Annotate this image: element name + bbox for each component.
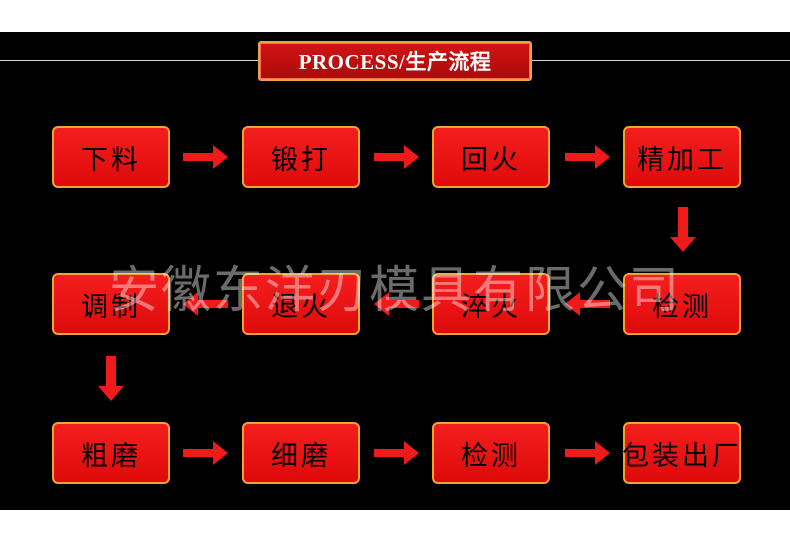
step-quenching: 淬火	[432, 273, 550, 335]
step-label: 调制	[81, 291, 141, 323]
header-rule-right	[532, 60, 790, 61]
step-label: 退火	[271, 291, 331, 323]
step-label: 包装出厂	[622, 440, 742, 472]
step-cutting: 下料	[52, 126, 170, 188]
process-diagram: PROCESS/生产流程 下料 锻打 回火 精加工 检测 淬火 退火 调制 粗磨…	[0, 32, 790, 510]
step-label: 粗磨	[81, 440, 141, 472]
arrow-left-icon	[374, 292, 419, 316]
step-label: 回火	[461, 144, 521, 176]
arrow-right-icon	[565, 145, 610, 169]
page-title: PROCESS/生产流程	[298, 50, 492, 74]
arrow-right-icon	[374, 441, 419, 465]
arrow-down-icon	[670, 207, 696, 252]
step-label: 精加工	[637, 144, 727, 176]
header-rule-left	[0, 60, 258, 61]
step-label: 检测	[652, 291, 712, 323]
arrow-right-icon	[183, 441, 228, 465]
arrow-left-icon	[183, 292, 228, 316]
arrow-left-icon	[565, 292, 610, 316]
step-annealing: 退火	[242, 273, 360, 335]
step-forging: 锻打	[242, 126, 360, 188]
title-plate: PROCESS/生产流程	[258, 41, 532, 81]
step-label: 细磨	[271, 440, 331, 472]
step-inspection: 检测	[623, 273, 741, 335]
step-rough-grinding: 粗磨	[52, 422, 170, 484]
step-packing-shipping: 包装出厂	[622, 422, 742, 484]
step-label: 检测	[461, 440, 521, 472]
step-label: 锻打	[271, 144, 331, 176]
arrow-right-icon	[374, 145, 419, 169]
arrow-right-icon	[183, 145, 228, 169]
arrow-down-icon	[98, 356, 124, 401]
step-fine-grinding: 细磨	[242, 422, 360, 484]
step-conditioning: 调制	[52, 273, 170, 335]
step-final-inspection: 检测	[432, 422, 550, 484]
step-label: 下料	[81, 144, 141, 176]
step-tempering: 回火	[432, 126, 550, 188]
step-label: 淬火	[461, 291, 521, 323]
arrow-right-icon	[565, 441, 610, 465]
step-finishing: 精加工	[623, 126, 741, 188]
